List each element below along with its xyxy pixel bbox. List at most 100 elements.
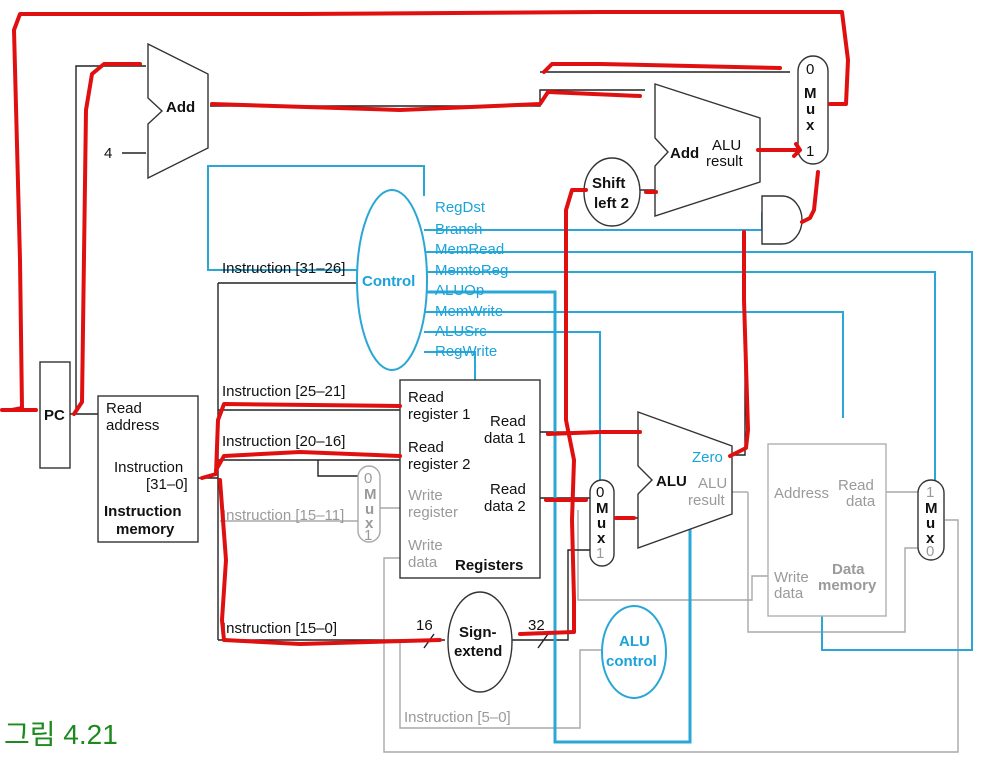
control-unit	[356, 189, 428, 371]
shift-label-2: left 2	[594, 195, 629, 212]
figure-caption: 그림 4.21	[4, 719, 118, 750]
shift-label-1: Shift	[592, 175, 625, 192]
red-highlight-annotations	[0, 10, 850, 646]
alusrc-mux	[589, 479, 615, 567]
memtoreg-mux-m: M	[925, 500, 938, 517]
alu-result-label-2: result	[688, 492, 726, 509]
pcsrc-mux	[797, 55, 829, 165]
alusrc-mux-one: 1	[596, 545, 604, 562]
inactive-wires	[220, 491, 959, 753]
reg-wr-label-1: Write	[408, 487, 443, 504]
register-file	[399, 379, 541, 579]
imem-read-label-2: address	[106, 417, 159, 434]
reg-wd-label-2: data	[408, 554, 438, 571]
regdst-mux-x: x	[365, 515, 374, 532]
dmem-name-1: Data	[832, 561, 865, 578]
pcsrc-mux-one: 1	[806, 143, 814, 160]
pc-label: PC	[44, 407, 65, 424]
signal-memread: MemRead	[435, 241, 504, 258]
regdst-mux-one: 1	[364, 527, 372, 544]
pcsrc-mux-x: x	[806, 117, 815, 134]
reg-wr-label-2: register	[408, 504, 458, 521]
imem-name-1: Instruction	[104, 503, 182, 520]
field-31-26: Instruction [31–26]	[222, 260, 345, 277]
branch-adder-label: Add	[670, 145, 699, 162]
pc-register	[39, 361, 71, 469]
field-15-0: Instruction [15–0]	[222, 620, 337, 637]
pcsrc-mux-u: u	[806, 101, 815, 118]
alu	[637, 411, 733, 549]
reg-name: Registers	[455, 557, 523, 574]
sign-extend-label-1: Sign-	[459, 624, 497, 641]
regdst-mux-u: u	[365, 501, 374, 518]
dmem-read-label-1: Read	[838, 477, 874, 494]
regdst-mux-m: M	[364, 486, 377, 503]
memtoreg-mux-x: x	[926, 530, 935, 547]
field-15-11: Instruction [15–11]	[222, 507, 344, 524]
pcsrc-mux-m: M	[804, 85, 817, 102]
pc-adder	[147, 42, 209, 180]
dmem-name-2: memory	[818, 577, 877, 594]
pcsrc-mux-zero: 0	[806, 61, 814, 78]
reg-rr1-label-1: Read	[408, 389, 444, 406]
reg-rr2-label-1: Read	[408, 439, 444, 456]
dmem-read-label-2: data	[846, 493, 876, 510]
control-signal-labels: RegDst Branch MemRead MemtoReg ALUOp Mem…	[435, 199, 508, 360]
alu-control-unit	[601, 605, 667, 699]
imem-instr-label-2: [31–0]	[146, 476, 188, 493]
signal-alusrc: ALUSrc	[435, 323, 487, 340]
dmem-write-label-2: data	[774, 585, 804, 602]
memtoreg-mux-one: 1	[926, 484, 934, 501]
const-four: 4	[104, 145, 112, 162]
reg-rd2-label-2: data 2	[484, 498, 526, 515]
alu-label: ALU	[656, 473, 687, 490]
signal-memwrite: MemWrite	[435, 303, 503, 320]
dmem-addr-label: Address	[774, 485, 829, 502]
memtoreg-mux-zero: 0	[926, 543, 934, 560]
reg-rd1-label-2: data 1	[484, 430, 526, 447]
alusrc-mux-x: x	[597, 530, 606, 547]
instruction-field-labels: Instruction [31–26] Instruction [25–21] …	[222, 260, 511, 726]
signal-aluop: ALUOp	[435, 282, 484, 299]
signal-memtoreg: MemtoReg	[435, 262, 508, 279]
memtoreg-mux-u: u	[926, 515, 935, 532]
alu-control-label-1: ALU	[619, 633, 650, 650]
control-label: Control	[362, 273, 415, 290]
instruction-memory	[97, 395, 199, 543]
field-20-16: Instruction [20–16]	[222, 433, 345, 450]
dmem-write-label-1: Write	[774, 569, 809, 586]
reg-rr2-label-2: register 2	[408, 456, 471, 473]
branch-adder-result-1: ALU	[712, 137, 741, 154]
bits-16-label: 16	[416, 617, 433, 634]
sign-extend-label-2: extend	[454, 643, 502, 660]
alusrc-mux-m: M	[596, 500, 609, 517]
alu-zero-label: Zero	[692, 449, 723, 466]
alu-control-label-2: control	[606, 653, 657, 670]
reg-rd1-label-1: Read	[490, 413, 526, 430]
bits-32-label: 32	[528, 617, 545, 634]
memtoreg-mux	[917, 479, 945, 561]
reg-rr1-label-2: register 1	[408, 406, 471, 423]
field-25-21: Instruction [25–21]	[222, 383, 345, 400]
branch-and-gate	[761, 195, 803, 245]
signal-regwrite: RegWrite	[435, 343, 497, 360]
alu-result-label-1: ALU	[698, 475, 727, 492]
regdst-mux	[357, 465, 381, 543]
alusrc-mux-zero: 0	[596, 484, 604, 501]
branch-adder-result-2: result	[706, 153, 744, 170]
data-memory	[767, 443, 887, 617]
reg-rd2-label-1: Read	[490, 481, 526, 498]
shift-left-2-unit	[583, 157, 641, 227]
regdst-mux-zero: 0	[364, 470, 372, 487]
imem-instr-label-1: Instruction	[114, 459, 183, 476]
alusrc-mux-u: u	[597, 515, 606, 532]
pc-adder-label: Add	[166, 99, 195, 116]
reg-wd-label-1: Write	[408, 537, 443, 554]
field-5-0: Instruction [5–0]	[404, 709, 511, 726]
signal-regdst: RegDst	[435, 199, 486, 216]
imem-name-2: memory	[116, 521, 175, 538]
signal-branch: Branch	[435, 221, 483, 238]
imem-read-label-1: Read	[106, 400, 142, 417]
sign-extend-unit	[447, 591, 513, 693]
